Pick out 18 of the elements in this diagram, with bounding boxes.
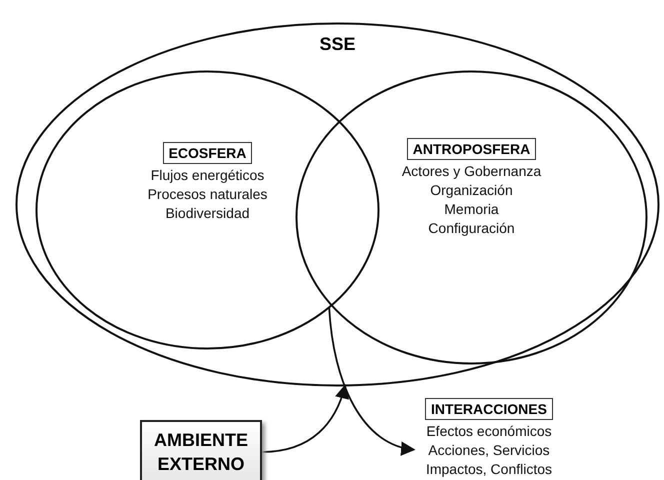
curved-arrow [328,307,416,454]
heading-label: ANTROPOSFERA [406,138,536,160]
curved-arrow [262,384,349,453]
item-text: Actores y Gobernanza [402,162,542,181]
item-text: Acciones, Servicios [428,441,550,460]
item-text: Memoria [444,200,499,219]
heading-label: INTERACCIONES [425,398,553,420]
heading-label: ECOSFERA [162,142,252,164]
heading-label: SSE [319,34,356,55]
item-text: Flujos energéticos [150,166,264,185]
process-box [140,420,262,480]
item-text: Efectos económicos [426,422,552,441]
item-text: Impactos, Conflictos [426,460,552,479]
item-text: Configuración [428,219,515,238]
item-text: Biodiversidad [165,204,250,223]
item-text: Procesos naturales [148,185,268,204]
item-text: Organización [430,181,513,200]
box-label: AMBIENTE EXTERNO [153,429,249,476]
